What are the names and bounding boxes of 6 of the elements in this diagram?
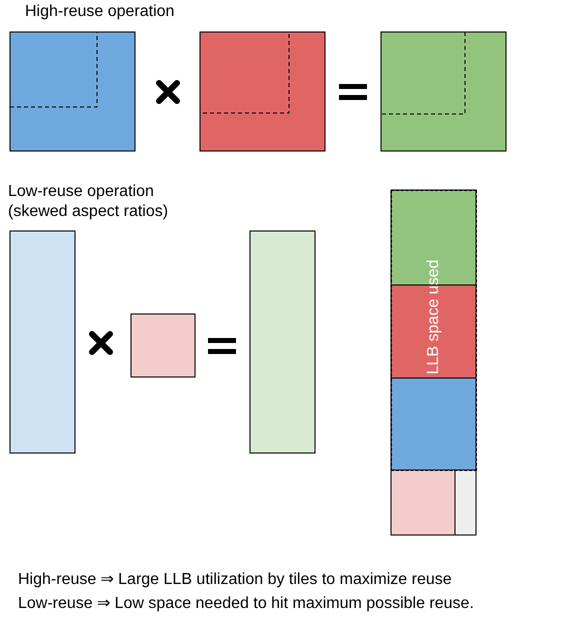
dashed-buffer-outline bbox=[391, 190, 477, 471]
note-text: Low-reuse ⇒ Low space needed to hit maximum possible reuse. bbox=[18, 594, 475, 614]
section-heading: High-reuse operation bbox=[25, 2, 176, 22]
section-heading: Low-reuse operation (skewed aspect ratios) bbox=[8, 182, 170, 222]
rotated-label: LLB space used bbox=[425, 259, 443, 374]
note-text: High-reuse ⇒ Large LLB utilization by tiles to maximize reuse bbox=[18, 570, 453, 590]
